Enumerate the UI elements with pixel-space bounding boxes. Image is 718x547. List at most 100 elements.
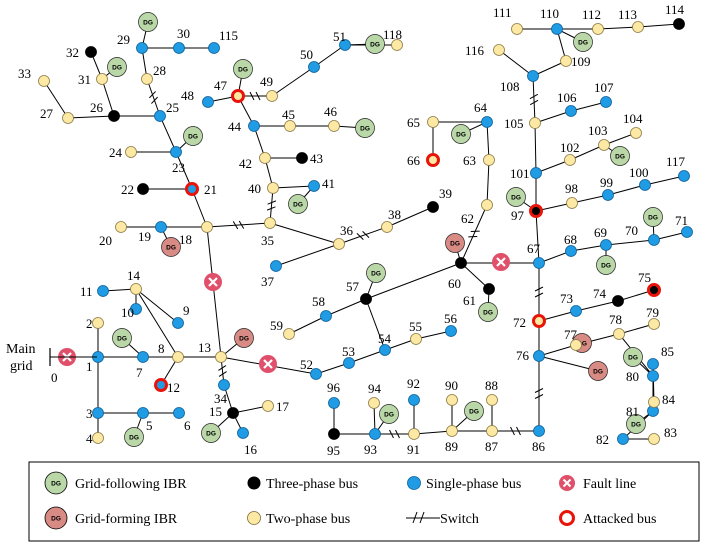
line-18-35 [206,222,271,228]
bus-label-22: 22 [121,182,134,197]
svg-text:DG: DG [206,430,216,437]
svg-text:DG: DG [511,194,521,201]
bus-74 [612,295,624,307]
bus-103 [598,139,610,151]
dg-following-46: DG [333,118,375,138]
bus-label-27: 27 [40,106,54,121]
legend-three-phase-icon [247,476,261,490]
bus-label-42: 42 [239,156,252,171]
bus-label-20: 20 [99,233,112,248]
dg-following-51: DG [344,34,385,54]
bus-label-99: 99 [600,175,613,190]
bus-label-9: 9 [183,303,190,318]
bus-76 [533,350,545,362]
bus-86 [533,425,545,437]
bus-68 [565,245,577,257]
dg-units: DGDGDGDGDGDGDGDGDGDGDGDGDGDGDGDGDGDGDGDG… [101,12,663,447]
dg-following-41: DG [288,185,315,214]
bus-39 [427,201,439,213]
svg-text:DG: DG [129,434,139,441]
svg-text:DG: DG [143,19,153,26]
bus-label-105: 105 [504,116,524,131]
svg-text:DG: DG [239,335,249,342]
line-89-91 [413,430,453,435]
bus-label-118: 118 [383,27,402,42]
switch-35-40 [266,200,277,211]
line-101-102 [535,159,571,174]
bus-41 [308,180,320,192]
bus-64 [481,116,493,128]
bus-99 [602,189,614,201]
bus-50 [308,61,320,73]
legend-grid-following-icon: DG [44,471,68,495]
bus-label-71: 71 [675,213,688,228]
legend-switch-label: Switch [440,512,479,527]
bus-label-101: 101 [510,166,530,181]
main-grid-label-line2: grid [10,359,33,374]
svg-text:DG: DG [450,240,460,247]
bus-label-116: 116 [465,43,485,58]
bus-label-102: 102 [560,140,580,155]
svg-text:DG: DG [112,64,122,71]
bus-label-87: 87 [485,439,499,454]
line-35-36 [269,222,340,245]
bus-label-46: 46 [324,104,338,119]
line-113-114 [637,23,680,28]
bus-label-97: 97 [511,208,525,223]
bus-17 [262,400,274,412]
attacked-bus-72 [532,314,546,328]
bus-109 [560,55,572,67]
bus-38 [381,221,393,233]
bus-label-69: 69 [594,225,607,240]
bus-28 [141,73,153,85]
line-108-109 [532,60,567,77]
line-8-14 [135,288,179,358]
bus-87 [486,425,498,437]
fault-line-60-67 [492,253,510,271]
bus-31 [96,73,108,85]
bus-92 [408,394,420,406]
bus-25 [154,110,166,122]
line-62-63 [486,159,490,206]
bus-101 [530,167,542,179]
bus-107 [600,96,612,108]
dg-forming-13: DG [220,328,254,358]
bus-label-80: 80 [626,369,639,384]
bus-label-60: 60 [448,276,461,291]
legend-two-phase-icon [247,511,261,525]
legend-grid-forming-label: Grid-forming IBR [75,512,178,527]
bus-82 [617,433,629,445]
legend-grid-following-label: Grid-following IBR [75,477,187,492]
bus-91 [408,428,420,440]
line-67-97 [535,210,540,264]
bus-19 [155,221,167,233]
bus-label-26: 26 [90,100,104,115]
bus-8 [172,351,184,363]
line-23-25 [159,115,177,153]
bus-90 [446,394,458,406]
legend-switch-icon [406,511,440,524]
bus-45 [284,120,296,132]
bus-104 [630,127,642,139]
line-108-116 [498,49,534,77]
bus-label-13: 13 [198,340,211,355]
line-49-50 [271,66,315,97]
line-100-117 [644,175,685,186]
bus-label-58: 58 [312,294,325,309]
attacked-bus-75 [647,283,661,297]
bus-112 [592,23,604,35]
line-57-58 [325,298,367,317]
bus-20 [115,221,127,233]
bus-110 [551,23,563,35]
svg-text:DG: DG [593,368,603,375]
bus-label-96: 96 [327,380,341,395]
svg-text:DG: DG [51,481,61,488]
legend-single-phase-label: Single-phase bus [426,477,521,492]
bus-40 [267,182,279,194]
bus-label-94: 94 [368,381,382,396]
bus-98 [566,197,578,209]
dg-following-23: DG [175,126,203,153]
bus-27 [62,112,74,124]
bus-4 [92,432,104,444]
